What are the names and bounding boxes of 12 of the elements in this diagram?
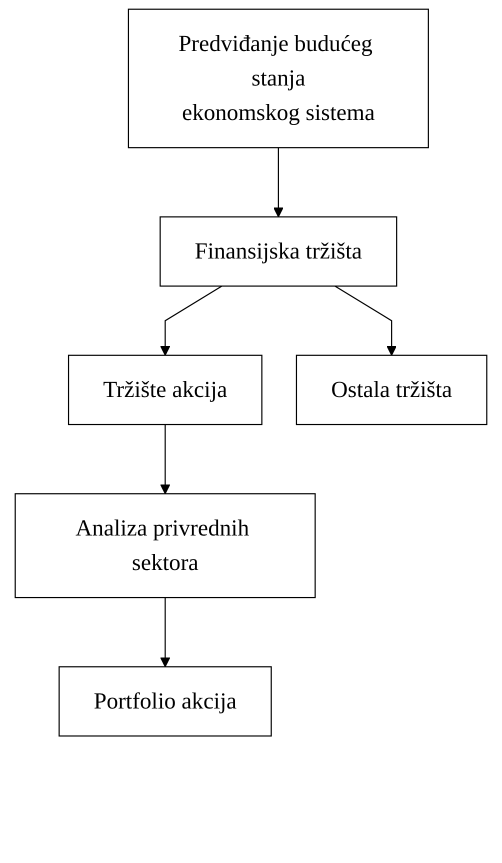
node-box	[68, 354, 262, 426]
node-box	[14, 493, 316, 598]
node-box	[58, 666, 272, 737]
node-box	[160, 216, 398, 287]
arrow	[160, 424, 170, 494]
arrow	[273, 148, 284, 218]
arrow	[334, 286, 397, 356]
node-box	[296, 354, 488, 426]
arrow	[160, 598, 170, 668]
arrow	[160, 286, 222, 356]
node-box	[128, 8, 429, 148]
flowchart-drawing: Predviđanje budućeg stanja ekonomskog sistema Finansijska tržišta Tržište akcija Ostala tržišta Analiza privrednih sektora Portfolio akcija	[6, 0, 496, 746]
